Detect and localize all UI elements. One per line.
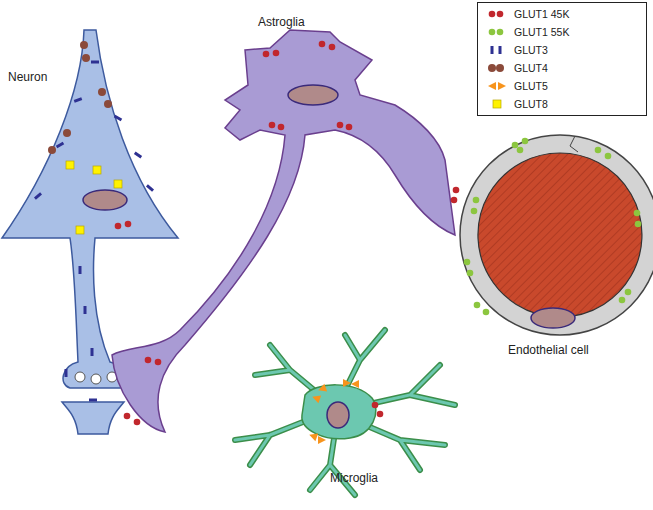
legend-text: GLUT1 55K — [514, 26, 569, 38]
legend-text: GLUT3 — [514, 44, 548, 56]
legend-text: GLUT5 — [514, 80, 548, 92]
cell-label: Endothelial cell — [508, 343, 589, 357]
cell-label: Astroglia — [258, 15, 305, 29]
legend-text: GLUT4 — [514, 62, 548, 74]
cell-label: Microglia — [330, 471, 378, 485]
legend-swatch — [484, 43, 510, 57]
legend-swatch — [484, 97, 510, 111]
legend-row: GLUT3 — [484, 42, 548, 58]
legend-row: GLUT8 — [484, 96, 548, 112]
legend-text: GLUT8 — [514, 98, 548, 110]
legend-row: GLUT1 45K — [484, 6, 569, 22]
legend-swatch — [484, 7, 510, 21]
legend-box: GLUT1 45K GLUT1 55K GLUT3GLUT4GLUT5GLUT8 — [477, 2, 647, 116]
cell-label: Neuron — [8, 70, 47, 84]
legend-swatch — [484, 79, 510, 93]
legend-swatch — [484, 25, 510, 39]
legend-row: GLUT5 — [484, 78, 548, 94]
legend-swatch — [484, 61, 510, 75]
legend-text: GLUT1 45K — [514, 8, 569, 20]
legend-row: GLUT4 — [484, 60, 548, 76]
legend-row: GLUT1 55K — [484, 24, 569, 40]
